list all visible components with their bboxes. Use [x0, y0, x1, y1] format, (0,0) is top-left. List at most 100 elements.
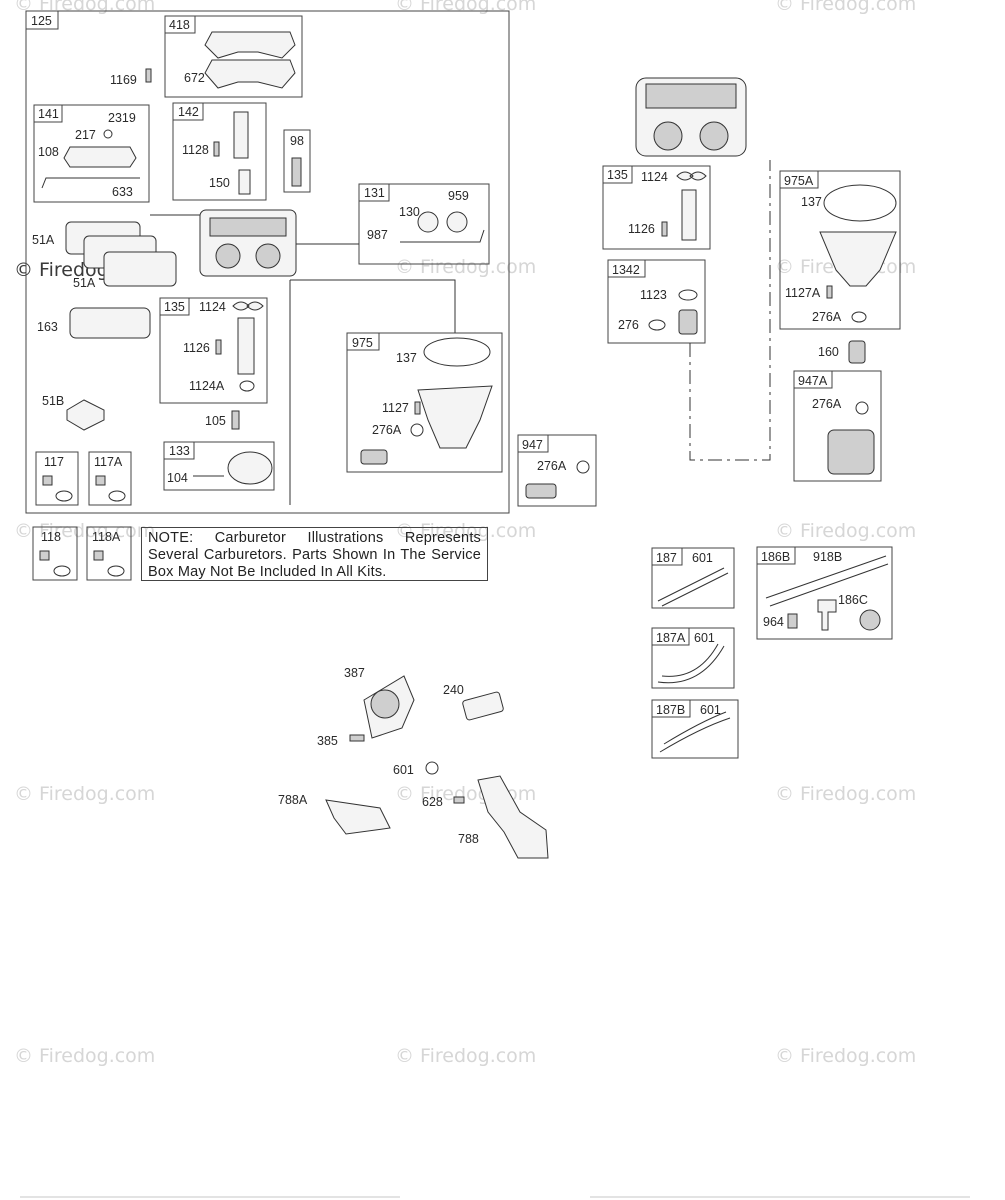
ring-icon	[103, 129, 113, 139]
o-ring-icon	[423, 337, 491, 367]
box-label-tag	[651, 699, 691, 718]
o-ring-icon	[676, 171, 707, 181]
float-bowl-icon	[417, 385, 493, 449]
fitting-icon	[678, 309, 698, 335]
footer-stripe	[590, 1196, 970, 1198]
box-label-131: 131	[364, 186, 385, 200]
seal-icon	[855, 401, 869, 415]
part-987: 987	[367, 228, 388, 242]
throttle-plate-icon	[446, 211, 468, 233]
part-672: 672	[184, 71, 205, 85]
box-133	[163, 441, 275, 491]
box-label-975: 975	[352, 336, 373, 350]
box-label-tag	[33, 104, 63, 123]
bracket-icon	[477, 775, 549, 859]
carburetor-note: NOTE: Carburetor Illustrations Represent…	[141, 527, 488, 581]
choke-plate-icon	[233, 111, 249, 159]
screw-icon	[414, 401, 421, 415]
part-276: 276	[618, 318, 639, 332]
watermark: © Firedog.com	[395, 1045, 536, 1067]
part-51b: 51B	[42, 394, 64, 408]
box-label-141: 141	[38, 107, 59, 121]
box-label-117a: 117A	[94, 455, 123, 469]
throttle-shaft-icon	[41, 177, 140, 189]
part-601: 601	[692, 551, 713, 565]
seal-icon	[648, 319, 666, 331]
box-label-tag	[651, 627, 690, 646]
box-label-tag	[602, 165, 633, 184]
part-276A: 276A	[812, 310, 842, 324]
box-label-tag	[793, 370, 833, 389]
box-187	[651, 547, 735, 609]
carburetor-top-icon	[645, 83, 737, 109]
box-117	[35, 451, 79, 506]
part-1124: 1124	[641, 170, 668, 184]
watermark: © Firedog.com	[395, 0, 536, 15]
screw-icon	[95, 475, 106, 486]
fuel-filter-icon	[462, 691, 504, 721]
box-label-186b: 186B	[761, 550, 790, 564]
bracket-icon	[238, 169, 251, 195]
box-131	[358, 183, 490, 265]
box-label-tag	[25, 10, 59, 30]
box-418	[164, 15, 303, 98]
part-51a: 51A	[73, 276, 96, 290]
footer-stripe	[20, 1196, 400, 1198]
throttle-plate-icon	[417, 211, 439, 233]
part-160: 160	[818, 345, 839, 359]
watermark: © Firedog.com	[14, 783, 155, 805]
solenoid-icon	[827, 429, 875, 475]
clamp-icon	[787, 613, 798, 629]
box-label-tag	[607, 259, 646, 278]
o-ring-icon	[678, 289, 698, 301]
seal-icon	[107, 565, 125, 577]
o-ring-icon	[239, 380, 255, 392]
part-276A: 276A	[537, 459, 567, 473]
seal-icon	[53, 565, 71, 577]
screw-icon	[42, 475, 53, 486]
screw-icon	[661, 221, 668, 237]
venturi-icon	[699, 121, 729, 151]
box-98	[283, 129, 311, 193]
pump-diaphragm-icon	[370, 689, 400, 719]
gasket-icon	[66, 399, 105, 431]
box-label-187: 187	[656, 551, 677, 565]
box-label-tag	[164, 15, 196, 34]
watermark: © Firedog.com	[775, 1045, 916, 1067]
box-label-tag	[517, 434, 549, 453]
gasket-icon	[69, 307, 151, 339]
box-141	[33, 104, 150, 203]
solenoid-icon	[360, 449, 388, 465]
box-label-tag	[358, 183, 390, 202]
part-240: 240	[443, 683, 464, 697]
gasket-icon	[63, 146, 137, 168]
o-ring-icon	[232, 301, 264, 311]
float-bowl-icon	[819, 231, 897, 287]
part-51a: 51A	[32, 233, 55, 247]
leader-line	[289, 279, 456, 505]
part-2319: 2319	[108, 111, 136, 125]
fuel-line-icon	[657, 643, 725, 684]
part-130: 130	[399, 205, 420, 219]
box-label-tag	[756, 546, 796, 565]
part-137: 137	[801, 195, 822, 209]
watermark: © Firedog.com	[395, 256, 536, 278]
part-387: 387	[344, 666, 365, 680]
part-633: 633	[112, 185, 133, 199]
throttle-shaft-icon	[400, 229, 485, 243]
box-118	[32, 526, 78, 581]
watermark: © Firedog.com	[775, 520, 916, 542]
venturi-icon	[255, 243, 281, 269]
part-788: 788	[458, 832, 479, 846]
tee-fitting-icon	[817, 599, 837, 631]
clamp-icon	[425, 761, 439, 775]
part-385: 385	[317, 734, 338, 748]
box-label-tag	[159, 297, 190, 316]
box-125	[25, 10, 510, 514]
watermark: © Firedog.com	[775, 783, 916, 805]
part-137: 137	[396, 351, 417, 365]
part-1128: 1128	[182, 143, 209, 157]
screw-icon	[453, 796, 465, 804]
part-918b: 918B	[813, 550, 842, 564]
